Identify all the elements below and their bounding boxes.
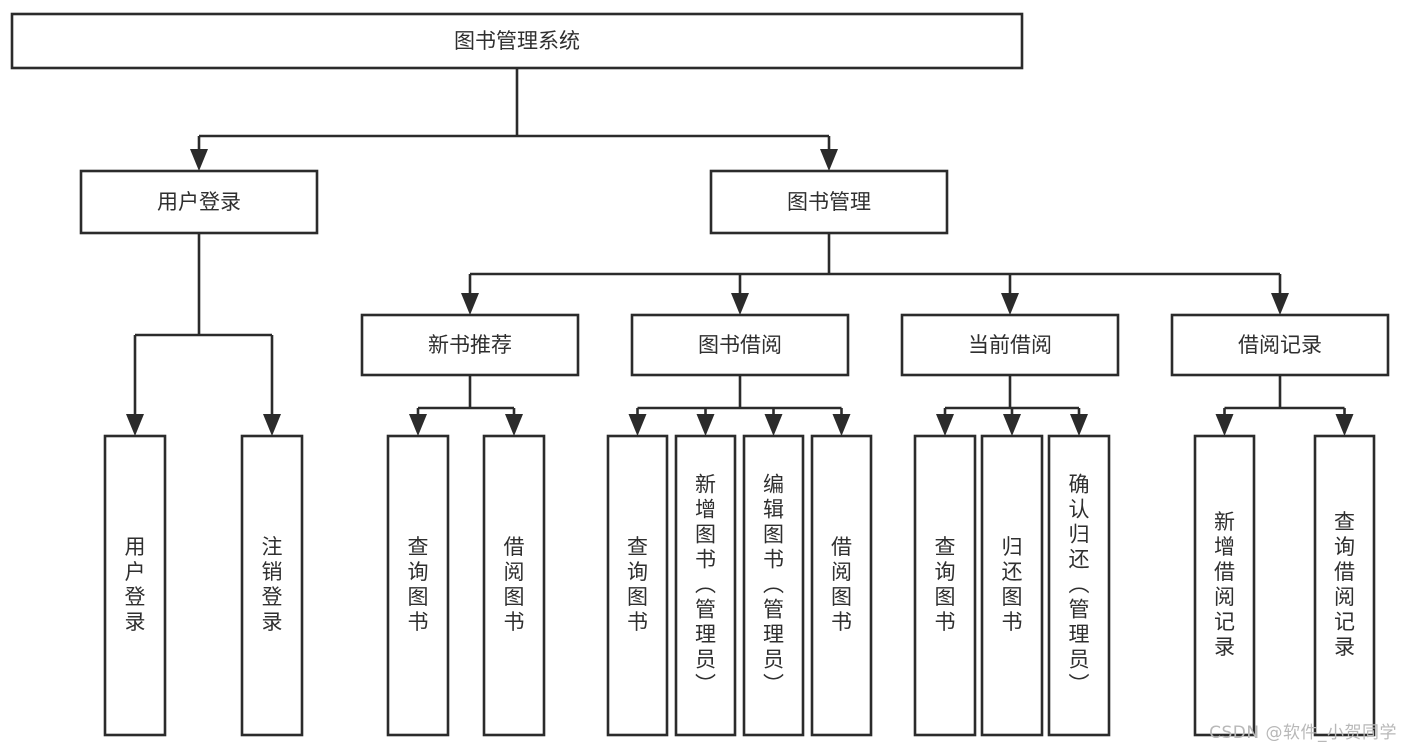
node-box-borrow-record [1170,313,1390,377]
node-box-borrow-book-1 [482,434,546,737]
arrow-head-icon [696,414,715,436]
node-label-return-book: 归还图书 [1002,535,1023,634]
node-borrow-book-2[interactable]: 借阅图书 [810,434,873,737]
node-box-borrow-book-2 [810,434,873,737]
node-box-query-book-2 [606,434,669,737]
arrow-head-icon [1070,414,1088,436]
arrow-head-icon [1335,414,1354,436]
node-label-borrow-book-1: 借阅图书 [504,535,525,634]
node-current-borrow[interactable]: 当前借阅 [900,313,1120,377]
node-box-user-login-do [103,434,167,737]
node-query-book-1[interactable]: 查询图书 [386,434,450,737]
node-box-new-book-recommend [360,313,580,377]
arrow-head-icon [1215,414,1234,436]
node-box-return-book [980,434,1044,737]
node-add-borrow-record[interactable]: 新增借阅记录 [1193,434,1256,737]
node-label-borrow-book-2: 借阅图书 [831,535,852,634]
node-label-query-borrow-record: 查询借阅记录 [1334,510,1355,659]
node-box-undefined [10,12,1024,70]
node-label-borrow-record: 借阅记录 [1238,333,1322,357]
arrow-head-icon [832,414,851,436]
node-box-confirm-return-admin [1047,434,1111,737]
node-box-query-borrow-record [1313,434,1376,737]
arrow-head-icon [731,293,749,315]
node-label-query-book-1: 查询图书 [408,535,429,634]
node-confirm-return-admin[interactable]: 确认归还︵管理员︶ [1047,434,1111,737]
node-box-user-login [79,169,319,235]
node-undefined[interactable]: 图书管理系统 [10,12,1024,70]
node-box-user-logout [240,434,304,737]
node-box-add-book-admin [674,434,737,737]
arrow-head-icon [461,293,479,315]
node-label-query-book-2: 查询图书 [627,535,648,634]
arrow-head-icon [764,414,783,436]
node-label-book-borrow: 图书借阅 [698,333,782,357]
node-label-edit-book-admin: 编辑图书︵管理员︶ [763,473,784,697]
node-label-book-management: 图书管理 [787,190,871,214]
node-borrow-book-1[interactable]: 借阅图书 [482,434,546,737]
node-book-management[interactable]: 图书管理 [709,169,949,235]
arrow-head-icon [1271,293,1289,315]
node-box-book-management [709,169,949,235]
node-label-query-book-3: 查询图书 [935,535,956,634]
node-box-edit-book-admin [742,434,805,737]
node-layer: 图书管理系统用户登录图书管理用户登录注销登录新书推荐查询图书借阅图书图书借阅查询… [10,12,1390,737]
arrow-head-icon [190,149,208,171]
node-add-book-admin[interactable]: 新增图书︵管理员︶ [674,434,737,737]
node-label-new-book-recommend: 新书推荐 [428,333,512,357]
arrow-head-icon [263,414,281,436]
node-box-current-borrow [900,313,1120,377]
node-new-book-recommend[interactable]: 新书推荐 [360,313,580,377]
node-borrow-record[interactable]: 借阅记录 [1170,313,1390,377]
node-query-book-3[interactable]: 查询图书 [913,434,977,737]
node-user-login-do[interactable]: 用户登录 [103,434,167,737]
node-user-logout[interactable]: 注销登录 [240,434,304,737]
arrow-head-icon [628,414,647,436]
node-box-book-borrow [630,313,850,377]
connector-layer [126,68,1354,436]
node-label-user-logout: 注销登录 [262,535,283,634]
node-label-add-borrow-record: 新增借阅记录 [1214,510,1235,659]
arrow-head-icon [409,414,427,436]
node-query-book-2[interactable]: 查询图书 [606,434,669,737]
node-book-borrow[interactable]: 图书借阅 [630,313,850,377]
node-edit-book-admin[interactable]: 编辑图书︵管理员︶ [742,434,805,737]
node-user-login[interactable]: 用户登录 [79,169,319,235]
node-label-user-login-do: 用户登录 [125,535,146,634]
node-box-query-book-1 [386,434,450,737]
node-box-query-book-3 [913,434,977,737]
node-query-borrow-record[interactable]: 查询借阅记录 [1313,434,1376,737]
node-label-add-book-admin: 新增图书︵管理员︶ [695,473,716,697]
node-label-confirm-return-admin: 确认归还︵管理员︶ [1069,473,1090,697]
node-label-user-login: 用户登录 [157,190,241,214]
arrow-head-icon [505,414,523,436]
arrow-head-icon [820,149,838,171]
arrow-head-icon [1003,414,1021,436]
node-label-undefined: 图书管理系统 [454,29,580,53]
node-return-book[interactable]: 归还图书 [980,434,1044,737]
node-box-add-borrow-record [1193,434,1256,737]
arrow-head-icon [936,414,954,436]
arrow-head-icon [1001,293,1019,315]
node-label-current-borrow: 当前借阅 [968,333,1052,357]
arrow-head-icon [126,414,144,436]
